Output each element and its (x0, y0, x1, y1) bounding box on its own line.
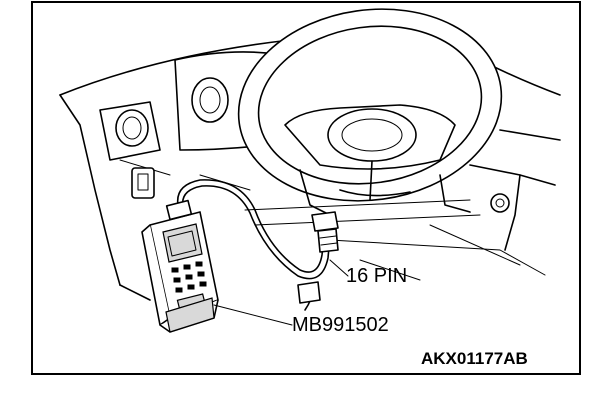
tester-label: MB991502 (292, 314, 389, 336)
tester-leader-line (213, 304, 293, 326)
connector-leader-line (329, 259, 349, 277)
steering-column (299, 169, 471, 216)
steering-wheel (237, 8, 503, 202)
scan-tool-keypad (171, 261, 207, 309)
figure-code-label: AKX01177AB (421, 349, 528, 368)
figure-frame (31, 1, 581, 375)
dash-knob-right (490, 193, 510, 213)
diagnostic-connector-icon (297, 211, 339, 304)
dash-switch (131, 167, 155, 199)
connector-label: 16 PIN (346, 265, 408, 287)
scan-tool-icon (141, 199, 219, 333)
air-vent-left (99, 101, 161, 161)
